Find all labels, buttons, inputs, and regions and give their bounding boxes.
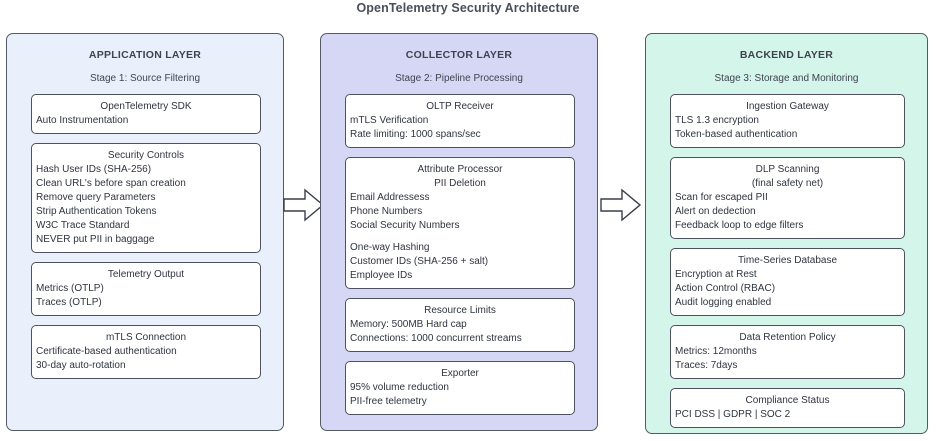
card-line: Feedback loop to edge filters bbox=[675, 220, 804, 231]
card-line: Traces: 7days bbox=[675, 360, 738, 371]
card-line: Social Security Numbers bbox=[350, 220, 460, 231]
card-mtls-connection: mTLS Connection Certificate-based authen… bbox=[31, 325, 261, 379]
card-line: Metrics (OTLP) bbox=[36, 283, 104, 294]
card-line: 30-day auto-rotation bbox=[36, 360, 126, 371]
card-title: OLTP Receiver bbox=[426, 101, 494, 112]
card-line: Alert on dedection bbox=[675, 206, 756, 217]
layer-heading-application: APPLICATION LAYER bbox=[88, 49, 202, 61]
card-line: NEVER put PII in baggage bbox=[36, 234, 155, 245]
card-line: Metrics: 12months bbox=[675, 346, 757, 357]
card-line: PCI DSS | GDPR | SOC 2 bbox=[675, 409, 791, 420]
card-line: W3C Trace Standard bbox=[36, 220, 130, 231]
card-oltp-receiver: OLTP Receiver mTLS Verification Rate lim… bbox=[345, 94, 575, 148]
card-subtitle: (final safety net) bbox=[751, 178, 824, 189]
card-title: Security Controls bbox=[107, 150, 185, 161]
layer-heading-collector: COLLECTOR LAYER bbox=[405, 49, 513, 61]
card-line: PII-free telemetry bbox=[350, 396, 427, 407]
card-line: Hash User IDs (SHA-256) bbox=[36, 164, 152, 175]
card-time-series-database: Time-Series Database Encryption at Rest … bbox=[670, 248, 905, 316]
layer-stage-backend: Stage 3: Storage and Monitoring bbox=[714, 73, 859, 84]
card-ingestion-gateway: Ingestion Gateway TLS 1.3 encryption Tok… bbox=[670, 94, 905, 148]
card-line: TLS 1.3 encryption bbox=[675, 115, 759, 126]
card-title: Compliance Status bbox=[745, 395, 830, 406]
layer-panel-collector: COLLECTOR LAYER Stage 2: Pipeline Proces… bbox=[320, 33, 598, 431]
card-dlp-scanning: DLP Scanning (final safety net) Scan for… bbox=[670, 157, 905, 239]
card-title: Attribute Processor bbox=[417, 164, 503, 175]
card-line: Email Addressess bbox=[350, 192, 430, 203]
card-line: Customer IDs (SHA-256 + salt) bbox=[350, 256, 489, 267]
card-title: Telemetry Output bbox=[107, 269, 185, 280]
card-title: Ingestion Gateway bbox=[746, 101, 829, 112]
card-list-backend: Ingestion Gateway TLS 1.3 encryption Tok… bbox=[646, 94, 927, 428]
card-line-spacer bbox=[346, 233, 574, 241]
card-title: Exporter bbox=[441, 368, 479, 379]
card-line: mTLS Verification bbox=[350, 115, 429, 126]
card-line: Remove query Parameters bbox=[36, 192, 156, 203]
card-title: Data Retention Policy bbox=[739, 332, 836, 343]
arrow-application-to-collector-icon bbox=[283, 188, 325, 222]
card-resource-limits: Resource Limits Memory: 500MB Hard cap C… bbox=[345, 298, 575, 352]
layer-stage-application: Stage 1: Source Filtering bbox=[89, 73, 201, 84]
card-line: Auto Instrumentation bbox=[36, 115, 129, 126]
card-line: Rate limiting: 1000 spans/sec bbox=[350, 129, 481, 140]
card-title: Time-Series Database bbox=[737, 255, 838, 266]
card-line: Connections: 1000 concurrent streams bbox=[350, 333, 522, 344]
card-line: 95% volume reduction bbox=[350, 382, 449, 393]
card-list-collector: OLTP Receiver mTLS Verification Rate lim… bbox=[321, 94, 597, 415]
card-line: Encryption at Rest bbox=[675, 269, 757, 280]
card-line: Clean URL's before span creation bbox=[36, 178, 186, 189]
card-exporter: Exporter 95% volume reduction PII-free t… bbox=[345, 361, 575, 415]
layer-panel-backend: BACKEND LAYER Stage 3: Storage and Monit… bbox=[645, 33, 928, 434]
card-title: DLP Scanning bbox=[755, 164, 820, 175]
card-compliance-status: Compliance Status PCI DSS | GDPR | SOC 2 bbox=[670, 388, 905, 428]
card-title: mTLS Connection bbox=[105, 332, 187, 343]
card-line: Token-based authentication bbox=[675, 129, 798, 140]
card-title: OpenTelemetry SDK bbox=[100, 101, 192, 112]
layer-stage-collector: Stage 2: Pipeline Processing bbox=[395, 73, 523, 84]
card-line: Audit logging enabled bbox=[675, 297, 772, 308]
card-line: Traces (OTLP) bbox=[36, 297, 102, 308]
card-line: Memory: 500MB Hard cap bbox=[350, 319, 467, 330]
card-list-application: OpenTelemetry SDK Auto Instrumentation S… bbox=[7, 94, 283, 379]
card-telemetry-output: Telemetry Output Metrics (OTLP) Traces (… bbox=[31, 262, 261, 316]
card-security-controls: Security Controls Hash User IDs (SHA-256… bbox=[31, 143, 261, 253]
card-data-retention-policy: Data Retention Policy Metrics: 12months … bbox=[670, 325, 905, 379]
layer-heading-backend: BACKEND LAYER bbox=[739, 49, 834, 61]
card-line: Scan for escaped PII bbox=[675, 192, 768, 203]
card-line: Strip Authentication Tokens bbox=[36, 206, 157, 217]
card-line: Phone Numbers bbox=[350, 206, 423, 217]
layer-panel-application: APPLICATION LAYER Stage 1: Source Filter… bbox=[6, 33, 284, 431]
page-title: OpenTelemetry Security Architecture bbox=[356, 1, 580, 15]
card-opentelemetry-sdk: OpenTelemetry SDK Auto Instrumentation bbox=[31, 94, 261, 134]
card-line: Employee IDs bbox=[350, 270, 413, 281]
card-line: One-way Hashing bbox=[350, 242, 430, 253]
arrow-collector-to-backend-icon bbox=[600, 188, 642, 222]
card-line: Action Control (RBAC) bbox=[675, 283, 776, 294]
card-line: Certificate-based authentication bbox=[36, 346, 177, 357]
card-title: Resource Limits bbox=[424, 305, 496, 316]
card-attribute-processor: Attribute Processor PII Deletion Email A… bbox=[345, 157, 575, 289]
card-subtitle: PII Deletion bbox=[434, 178, 486, 189]
